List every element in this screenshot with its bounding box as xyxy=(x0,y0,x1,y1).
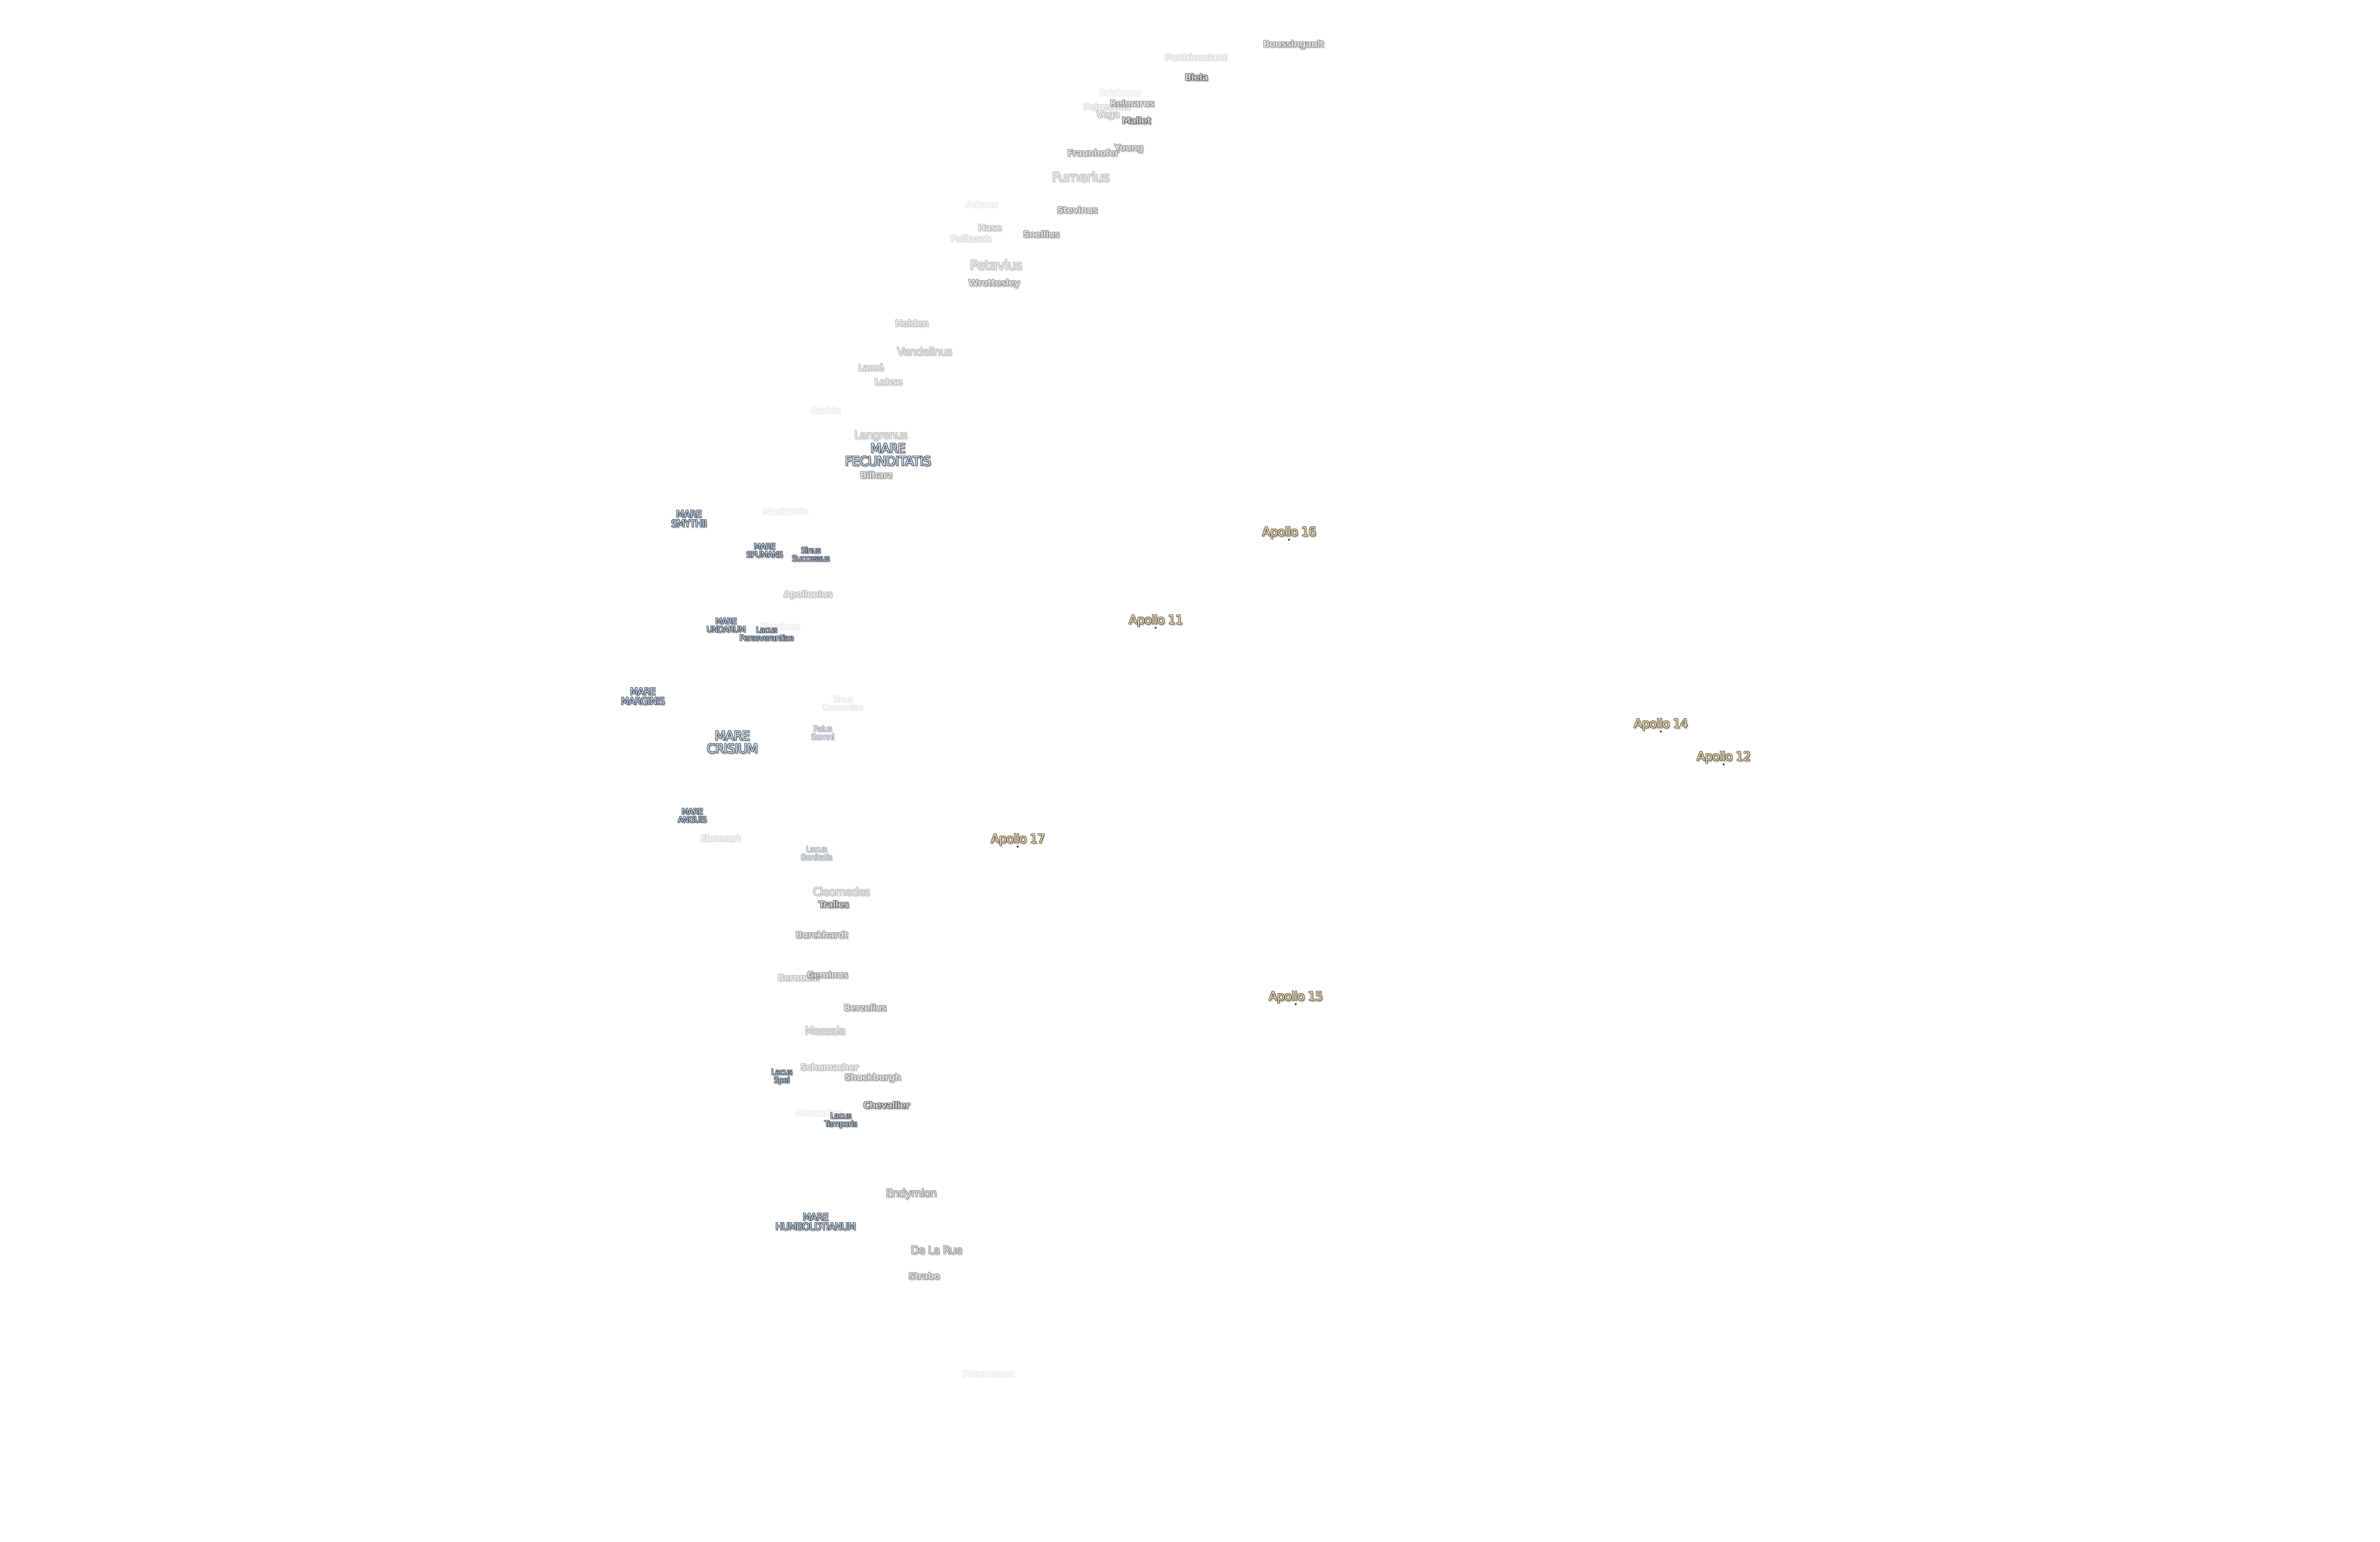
crater-label-schumacher[interactable]: Schumacher xyxy=(800,1062,859,1073)
crater-label-fraunhofer[interactable]: Fraunhofer xyxy=(1067,148,1119,158)
crater-label-strabo[interactable]: Strabo xyxy=(908,1271,940,1282)
crater-label-cleomedes[interactable]: Cleomedes xyxy=(813,886,870,899)
crater-label-de-la-rue[interactable]: De La Rue xyxy=(910,1244,962,1257)
crater-label-adams[interactable]: Adams xyxy=(965,199,998,210)
crater-label-burckhardt[interactable]: Burckhardt xyxy=(795,929,848,940)
mare-label-mare-humboldtianum[interactable]: MARE HUMBOLDTIANUM xyxy=(775,1211,856,1232)
crater-label-reimarus[interactable]: Reimarus xyxy=(1110,98,1155,109)
crater-label-vega[interactable]: Vega xyxy=(1096,109,1120,120)
landing-site-marker-icon[interactable] xyxy=(1660,731,1662,732)
crater-label-shuckburgh[interactable]: Shuckburgh xyxy=(844,1072,901,1083)
apollo-site-label-apollo-17[interactable]: Apollo 17 xyxy=(991,832,1045,846)
landing-site-marker-icon[interactable] xyxy=(1155,627,1157,629)
crater-label-geminus[interactable]: Geminus xyxy=(806,969,848,980)
crater-label-brisbane[interactable]: Brisbane xyxy=(1099,87,1141,98)
crater-label-bilharz[interactable]: Bilharz xyxy=(860,470,892,481)
crater-label-bernoulli[interactable]: Bernoulli xyxy=(777,972,819,983)
mare-label-mare-marginis[interactable]: MARE MARGINIS xyxy=(621,686,665,707)
mare-label-lacus-perseverantiae[interactable]: Lacus Perseverantiae xyxy=(739,625,793,643)
crater-label-furnerius[interactable]: Furnerius xyxy=(1051,169,1110,185)
crater-label-barkla[interactable]: Barkla xyxy=(811,405,842,416)
crater-label-apollonius[interactable]: Apollonius xyxy=(783,589,833,600)
mare-label-palus-somni[interactable]: Palus Somni xyxy=(811,724,834,742)
mare-label-sinus-concordiae[interactable]: Sinus Concordiae xyxy=(822,695,863,712)
apollo-site-label-apollo-12[interactable]: Apollo 12 xyxy=(1696,750,1751,764)
crater-label-mercurius[interactable]: Mercurius xyxy=(795,1107,842,1118)
crater-label-chevallier[interactable]: Chevallier xyxy=(863,1100,910,1111)
mare-label-sinus-successus[interactable]: Sinus Successus xyxy=(792,546,830,563)
crater-label-messala[interactable]: Messala xyxy=(804,1025,846,1038)
crater-label-biela[interactable]: Biela xyxy=(1184,72,1208,83)
mare-label-mare-spumans[interactable]: MARE SPUMANS xyxy=(746,542,783,560)
crater-label-young[interactable]: Young xyxy=(1114,142,1144,153)
crater-label-stevinus[interactable]: Stevinus xyxy=(1057,205,1098,216)
crater-label-vendelinus[interactable]: Vendelinus xyxy=(897,346,952,358)
mare-label-mare-smythii[interactable]: MARE SMYTHII xyxy=(671,508,707,529)
crater-label-petavius[interactable]: Petavius xyxy=(970,257,1022,273)
crater-label-pontecoulant[interactable]: Pontécoulant xyxy=(1164,52,1227,63)
crater-label-peirescius[interactable]: Peirescius xyxy=(1083,101,1131,112)
crater-label-lohse[interactable]: Lohse xyxy=(874,376,902,387)
crater-label-mallet[interactable]: Mallet xyxy=(1121,115,1151,126)
mare-label-mare-crisium[interactable]: MARE CRISIUM xyxy=(706,729,758,756)
crater-label-petermann[interactable]: Petermann xyxy=(962,1368,1014,1379)
crater-label-endymion[interactable]: Endymion xyxy=(885,1187,937,1200)
crater-label-berzelius[interactable]: Berzelius xyxy=(843,1002,887,1013)
crater-label-snellius[interactable]: Snellius xyxy=(1022,229,1060,240)
crater-label-tralles[interactable]: Tralles xyxy=(818,899,849,910)
landing-site-marker-icon[interactable] xyxy=(1723,763,1725,765)
mare-label-lacus-spei[interactable]: Lacus Spei xyxy=(771,1068,793,1085)
crater-label-maclaurin[interactable]: Maclaurin xyxy=(762,506,808,517)
mare-label-lacus-bonitatis[interactable]: Lacus Bonitatis xyxy=(801,845,833,862)
mare-label-mare-anguis[interactable]: MARE ANGUIS xyxy=(678,807,707,825)
landing-site-marker-icon[interactable] xyxy=(1017,846,1019,848)
crater-label-lame[interactable]: Lamé xyxy=(858,362,884,373)
crater-label-holden[interactable]: Holden xyxy=(895,318,928,329)
apollo-site-label-apollo-16[interactable]: Apollo 16 xyxy=(1262,525,1317,539)
crater-label-wrottesley[interactable]: Wrottesley xyxy=(968,277,1020,288)
crater-label-palitzsch[interactable]: Palitzsch xyxy=(950,233,992,244)
mare-label-lacus-temporis[interactable]: Lacus Temporis xyxy=(824,1111,857,1129)
landing-site-marker-icon[interactable] xyxy=(1288,539,1290,541)
apollo-site-label-apollo-14[interactable]: Apollo 14 xyxy=(1634,717,1688,731)
crater-label-langrenus[interactable]: Langrenus xyxy=(854,429,907,442)
landing-site-marker-icon[interactable] xyxy=(1295,1003,1297,1005)
mare-label-mare-fecunditatis[interactable]: MARE FECUNDITATIS xyxy=(844,441,932,469)
mare-label-mare-undarum[interactable]: MARE UNDARUM xyxy=(706,617,746,634)
apollo-site-label-apollo-11[interactable]: Apollo 11 xyxy=(1129,613,1183,627)
crater-label-elmmart[interactable]: Elmmart xyxy=(700,833,740,844)
apollo-site-label-apollo-15[interactable]: Apollo 15 xyxy=(1269,989,1323,1004)
crater-label-hase[interactable]: Hase xyxy=(978,222,1002,233)
crater-label-firmicus[interactable]: Firmicus xyxy=(760,621,800,632)
crater-label-boussingault[interactable]: Boussingault xyxy=(1263,39,1324,49)
